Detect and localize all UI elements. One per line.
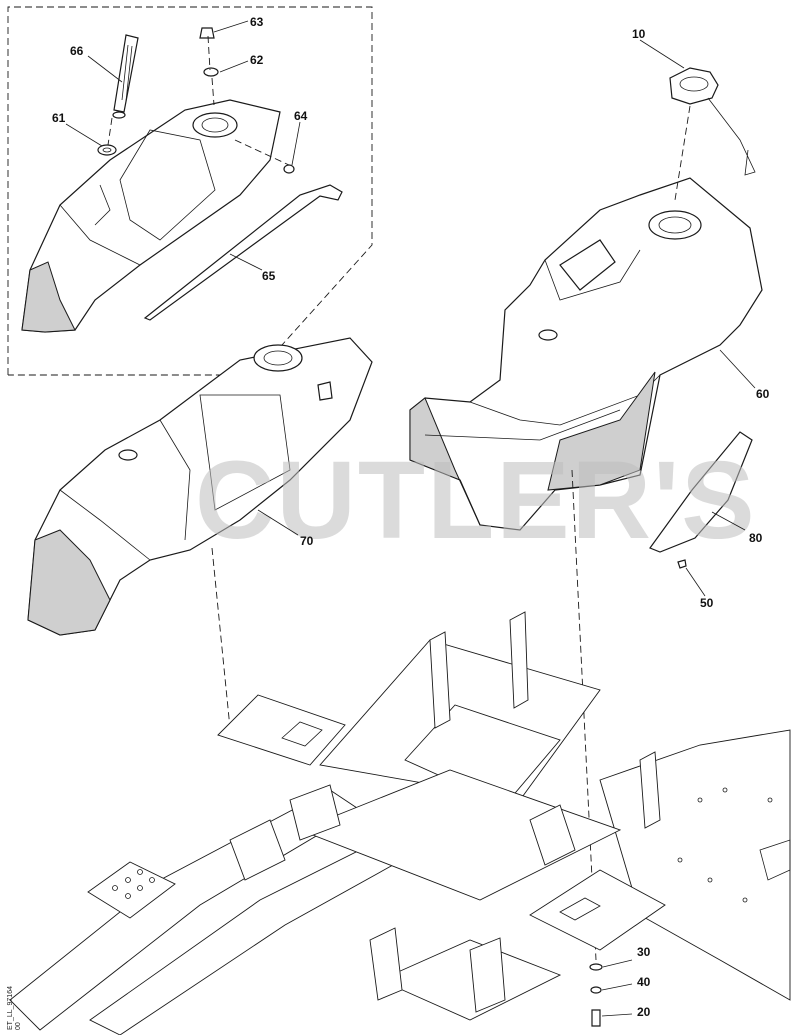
drawing-code: ET_LL_97164: [7, 986, 14, 1030]
detail-inset: [7, 6, 373, 376]
fuel-sender-tube: [112, 34, 139, 119]
washer-62: [203, 67, 219, 77]
callout-66: 66: [70, 44, 84, 58]
gauge-64: [283, 164, 295, 174]
shield-plate: [649, 431, 753, 553]
callout-80: 80: [749, 531, 763, 545]
rod-65: [143, 184, 343, 321]
callout-10: 10: [632, 27, 646, 41]
hardware-stack: [589, 963, 603, 1027]
chassis-frame: [9, 611, 791, 1035]
screw-50: [677, 559, 687, 569]
grommet-61: [97, 144, 117, 156]
callout-30: 30: [637, 945, 651, 959]
callout-64: 64: [294, 109, 308, 123]
callout-60: 60: [756, 387, 770, 401]
callout-62: 62: [250, 53, 264, 67]
washer-30: [589, 963, 603, 971]
callout-50: 50: [700, 596, 714, 610]
callout-65: 65: [262, 269, 276, 283]
bolt-20: [591, 1009, 601, 1027]
callout-61: 61: [52, 111, 66, 125]
callout-70: 70: [300, 534, 314, 548]
right-fuel-tank: [409, 177, 763, 531]
fuel-cap: [669, 67, 756, 176]
vent-63: [199, 27, 215, 39]
callout-63: 63: [250, 15, 264, 29]
callout-40: 40: [637, 975, 651, 989]
left-fuel-tank: [27, 337, 373, 636]
washer-40: [590, 986, 602, 994]
inset-fuel-tank: [21, 99, 281, 333]
callout-20: 20: [637, 1005, 651, 1019]
watermark: CUTLER'S: [195, 439, 757, 562]
drawing-revision: 00: [15, 1022, 22, 1030]
leader-lines: [65, 20, 756, 1017]
